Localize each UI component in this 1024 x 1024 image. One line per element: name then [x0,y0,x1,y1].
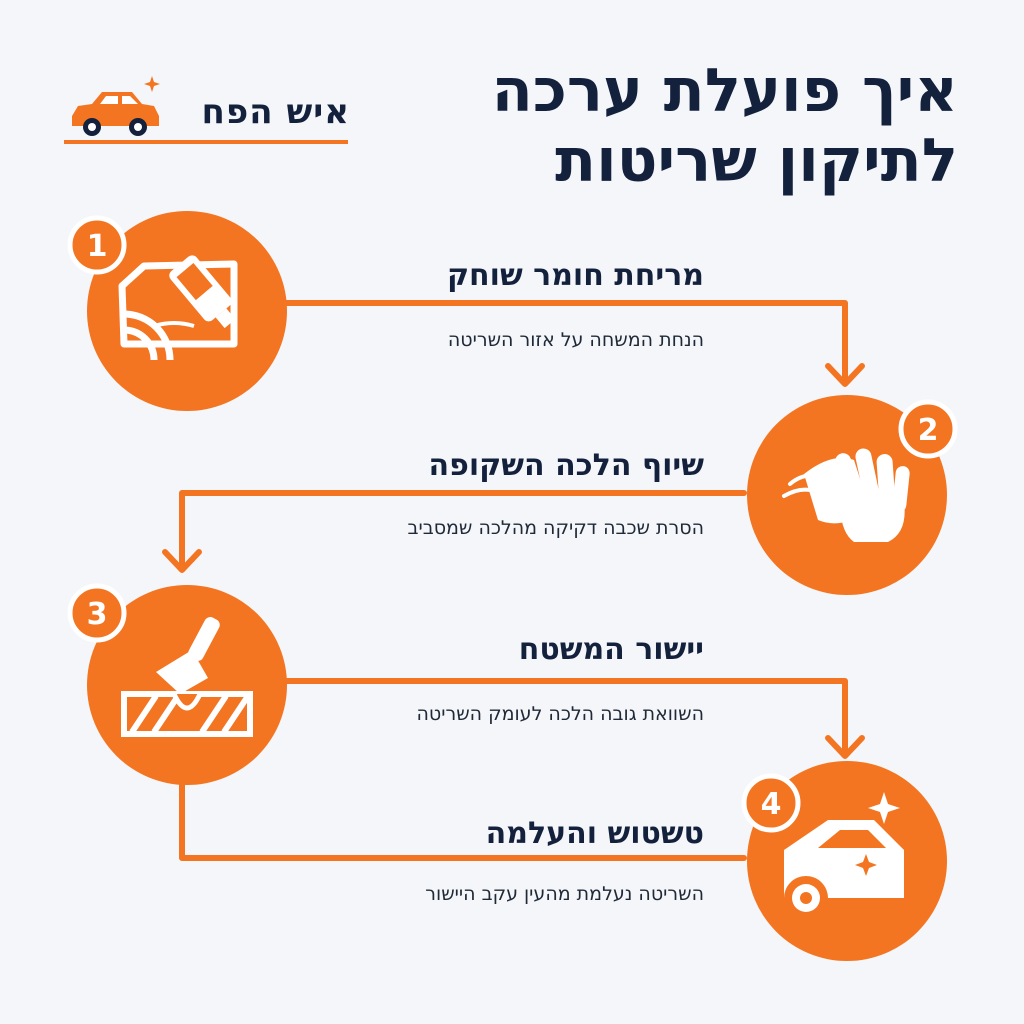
step-1-title: מריחת חומר שוחק [446,258,704,293]
logo [62,76,352,148]
page-title-line-2: לתיקון שריטות [555,126,958,196]
step-2-description: הסרת שכבה דקיקה מהלכה שמסביב [407,517,704,539]
step-3-icon-circle [84,582,290,788]
step-4-number: 4 [761,787,782,822]
step-3-number: 3 [87,597,108,632]
car-logo-icon [64,76,348,144]
step-3-description: השוואת גובה הלכה לעומק השריטה [416,703,705,725]
hand-with-cloth-icon [747,395,947,595]
step-1-icon-circle [84,208,290,414]
scraper-leveling-icon [87,585,287,785]
step-4-badge: 4 [740,772,802,834]
page-title-line-1: איך פועלת ערכה [491,56,958,126]
step-2-number: 2 [918,413,939,448]
step-3-badge: 3 [66,582,128,644]
step-2-title: שיוף הלכה השקופה [428,448,704,483]
step-2-icon-circle [744,392,950,598]
step-1-description: הנחת המשחה על אזור השריטה [447,329,704,351]
step-1-badge: 1 [66,214,128,276]
step-1-number: 1 [87,229,108,264]
step-4-description: השריטה נעלמת מהעין עקב היישור [425,883,704,905]
step-4-title: טשטוש והעלמה [485,816,704,851]
logo-text: איש הפח [201,92,350,132]
paste-tube-on-car-door-icon [87,211,287,411]
step-3-title: יישור המשטח [518,632,704,667]
step-2-badge: 2 [897,398,959,460]
